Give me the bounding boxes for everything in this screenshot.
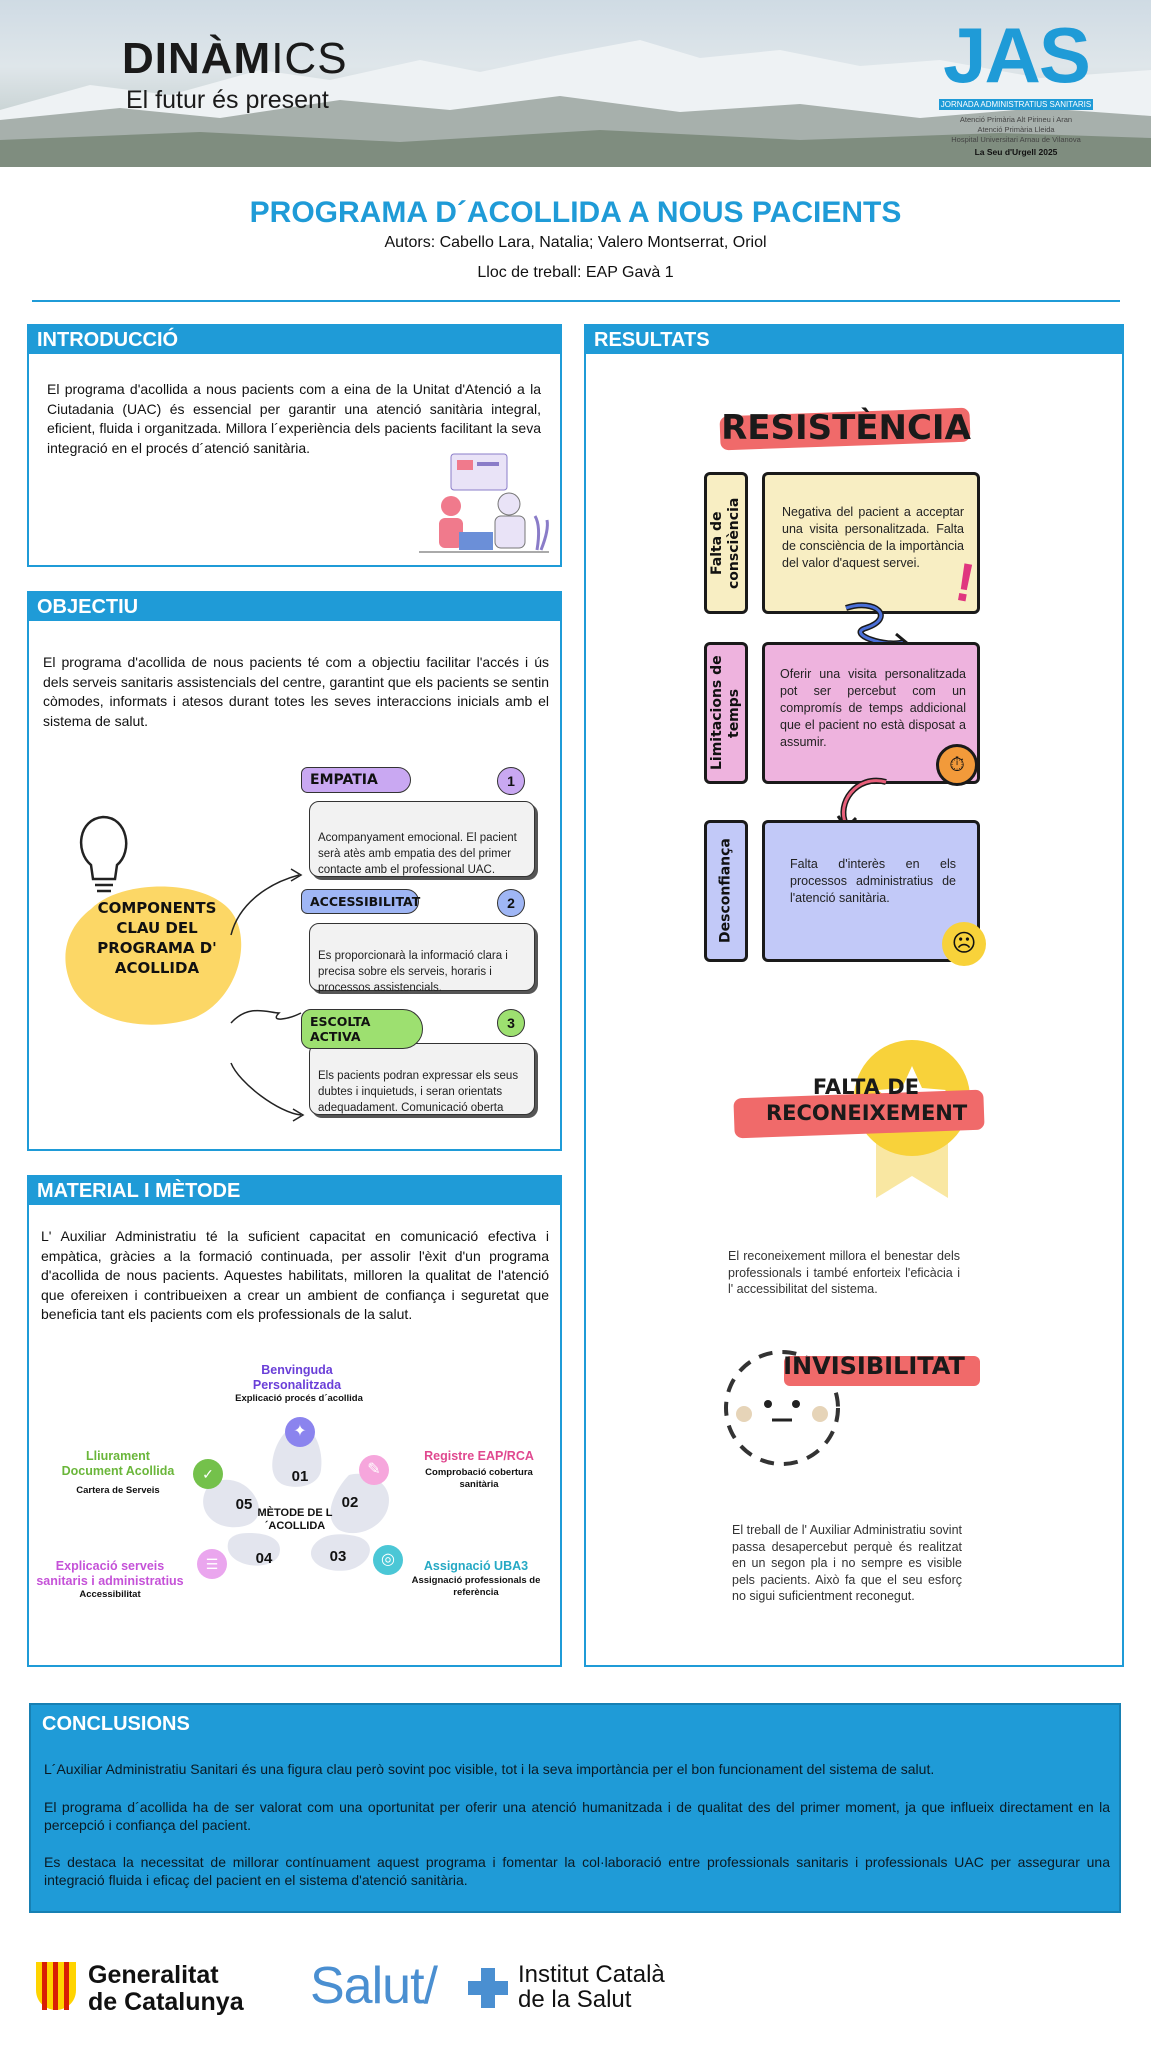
res-text-3: Falta d'interès en els processos adminis… <box>790 857 956 905</box>
lightbulb-icon <box>79 815 128 893</box>
resultats-heading: RESULTATS <box>586 326 1122 354</box>
objectiu-panel: OBJECTIU El programa d'acollida de nous … <box>27 591 562 1151</box>
invisibilitat-title: INVISIBILITAT <box>783 1352 965 1380</box>
step-icon-4: ☰ <box>197 1549 227 1579</box>
step-sub-2: Comprobació cobertura sanitària <box>425 1467 533 1490</box>
conclusions-panel: CONCLUSIONS L´Auxiliar Administratiu San… <box>29 1703 1121 1913</box>
jas-logo: JAS JORNADA ADMINISTRATIUS SANITARIS Ate… <box>938 11 1094 157</box>
arrows <box>230 868 305 1122</box>
brand-title: DINÀMICS <box>122 34 348 83</box>
step-sub-4: Accessibilitat <box>79 1589 141 1600</box>
res-side-box-3 <box>704 820 748 962</box>
objectiu-heading: OBJECTIU <box>29 593 560 621</box>
invisible-face-icon <box>724 1350 840 1466</box>
conclusions-heading: CONCLUSIONS <box>42 1713 190 1735</box>
components-blob <box>65 886 242 1025</box>
material-heading: MATERIAL I MÈTODE <box>29 1177 560 1205</box>
ics-logo-text: Institut Català de la Salut <box>518 1961 665 2013</box>
res-side-label-1: Falta de consciència <box>709 497 742 589</box>
step-icon-5: ✓ <box>193 1459 223 1489</box>
reception-illustration <box>419 453 549 553</box>
res-text-1: Negativa del pacient a acceptar una visi… <box>782 505 964 570</box>
reconeixement-title: FALTA DE RECONEIXEMENT <box>766 1075 968 1125</box>
material-text: L' Auxiliar Administratiu té la suficien… <box>41 1228 549 1322</box>
res-side-label-3: Desconfiança <box>717 838 734 944</box>
res-text-2: Oferir una visita personalitzada pot ser… <box>780 667 966 749</box>
step-label-1: Benvinguda Personalitzada <box>252 1363 342 1392</box>
title-divider <box>32 300 1120 302</box>
res-side-label-2: Limitacions de temps <box>709 655 742 771</box>
intro-panel: INTRODUCCIÓ El programa d'acollida a nou… <box>27 324 562 567</box>
component-number-2: 2 <box>497 889 525 917</box>
step-sub-1: Explicació procés d´acollida <box>235 1393 363 1404</box>
reconeixement-text: El reconeixement millora el benestar del… <box>728 1249 960 1296</box>
intro-heading: INTRODUCCIÓ <box>29 326 560 354</box>
resistencia-title: RESISTÈNCIA <box>721 408 971 448</box>
invisibilitat-highlight <box>784 1356 980 1386</box>
res-side-box-2 <box>704 642 748 784</box>
material-panel: MATERIAL I MÈTODE L' Auxiliar Administra… <box>27 1175 562 1667</box>
salut-logo: Salut/ <box>310 1957 438 2015</box>
conclusion-3: Es destaca la necessitat de millorar con… <box>44 1854 1110 1888</box>
confused-face-icon: ☹ <box>942 922 986 966</box>
res-box-1 <box>762 472 980 614</box>
component-card-accessibilitat: Es proporcionarà la informació clara i p… <box>309 923 535 994</box>
step-label-2: Registre EAP/RCA <box>424 1449 534 1463</box>
step-label-5: Lliurament Document Acollida <box>61 1449 175 1478</box>
step-icon-3: ◎ <box>373 1545 403 1575</box>
step-sub-5: Cartera de Serveis <box>76 1485 160 1496</box>
mountain-illustration <box>0 40 1151 167</box>
gencat-emblem-icon <box>36 1962 76 2010</box>
method-center-label: MÈTODE DE L´ACOLLIDA <box>257 1507 333 1532</box>
cross-icon <box>468 1968 508 2008</box>
method-cycle <box>203 1425 389 1571</box>
step-icon-1: ✦ <box>285 1417 315 1447</box>
invisibilitat-text: El treball de l' Auxiliar Administratiu … <box>732 1523 962 1603</box>
resultats-panel: RESULTATS RESISTÈNCIA Falta de consciènc… <box>584 324 1124 1667</box>
step-label-4: Explicació serveis sanitaris i administr… <box>36 1559 184 1588</box>
gencat-logo-text: Generalitat de Catalunya <box>88 1961 244 2016</box>
step-sub-3: Assignació professionals de referència <box>411 1575 541 1598</box>
component-card-escolta: Els pacients podran expressar els seus d… <box>309 1043 535 1115</box>
step-num-5: 05 <box>235 1496 253 1513</box>
step-label-3: Assignació UBA3 <box>423 1559 529 1573</box>
step-num-2: 02 <box>341 1494 359 1511</box>
component-tag-escolta: ESCOLTA ACTIVA <box>301 1009 423 1049</box>
objectiu-text: El programa d'acollida de nous pacients … <box>43 654 549 729</box>
step-icon-2: ✎ <box>359 1455 389 1485</box>
step-num-1: 01 <box>291 1468 309 1485</box>
intro-text: El programa d'acollida a nous pacients c… <box>47 381 541 456</box>
workplace: Lloc de treball: EAP Gavà 1 <box>477 264 674 281</box>
res-side-box-1 <box>704 472 748 614</box>
poster-title: PROGRAMA D´ACOLLIDA A NOUS PACIENTS <box>249 196 902 229</box>
stopwatch-icon: ⏱ <box>936 744 978 786</box>
component-tag-accessibilitat: ACCESSIBILITAT <box>301 889 420 914</box>
conclusion-1: L´Auxiliar Administratiu Sanitari és una… <box>44 1761 935 1777</box>
step-num-3: 03 <box>329 1548 347 1565</box>
component-tag-empatia: EMPATIA <box>301 767 411 793</box>
components-blob-text: COMPONENTS CLAU DEL PROGRAMA D' ACOLLIDA <box>97 899 217 977</box>
component-number-3: 3 <box>497 1009 525 1037</box>
conclusion-2: El programa d´acollida ha de ser valorat… <box>44 1799 1110 1833</box>
brand-subtitle: El futur és present <box>126 86 329 114</box>
authors: Autors: Cabello Lara, Natalia; Valero Mo… <box>384 234 767 251</box>
header-banner: DINÀMICS El futur és present JAS JORNADA… <box>0 0 1151 167</box>
component-card-empatia: Acompanyament emocional. El pacient serà… <box>309 801 535 877</box>
component-number-1: 1 <box>497 767 525 795</box>
step-num-4: 04 <box>255 1550 273 1567</box>
